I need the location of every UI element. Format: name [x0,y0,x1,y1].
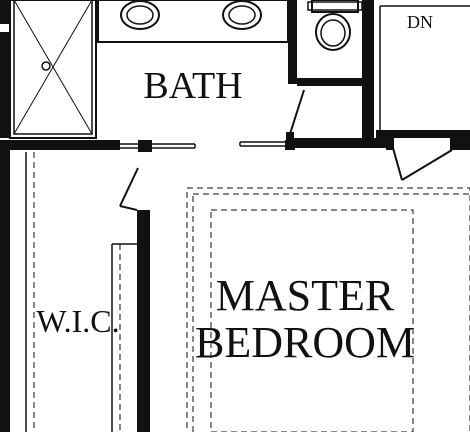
vanity [97,0,289,43]
sink-icon [120,0,160,30]
room-label-master-line2: BEDROOM [195,318,415,367]
shower [9,0,97,139]
bedroom-ceiling-outline [186,187,470,432]
toilet-icon [307,0,363,51]
wall [362,0,374,138]
walk-in-closet [0,148,150,432]
wall [0,0,10,24]
room-label-master-line1: MASTER [216,271,395,320]
wall [297,78,362,86]
room-label-wic: W.I.C. [36,303,119,339]
sink-icon [222,0,262,30]
stair: DN [374,0,470,138]
bath-bedroom-wall [0,138,388,152]
wic-door[interactable] [119,167,139,211]
wall [288,0,297,84]
stair-door[interactable] [386,138,470,181]
bath-door[interactable] [120,141,290,149]
room-label-bath: BATH [143,65,242,107]
stair-down-label: DN [407,12,433,32]
wall [0,32,10,138]
shower-drain-icon [41,61,51,71]
toilet-room-door[interactable] [286,89,305,144]
